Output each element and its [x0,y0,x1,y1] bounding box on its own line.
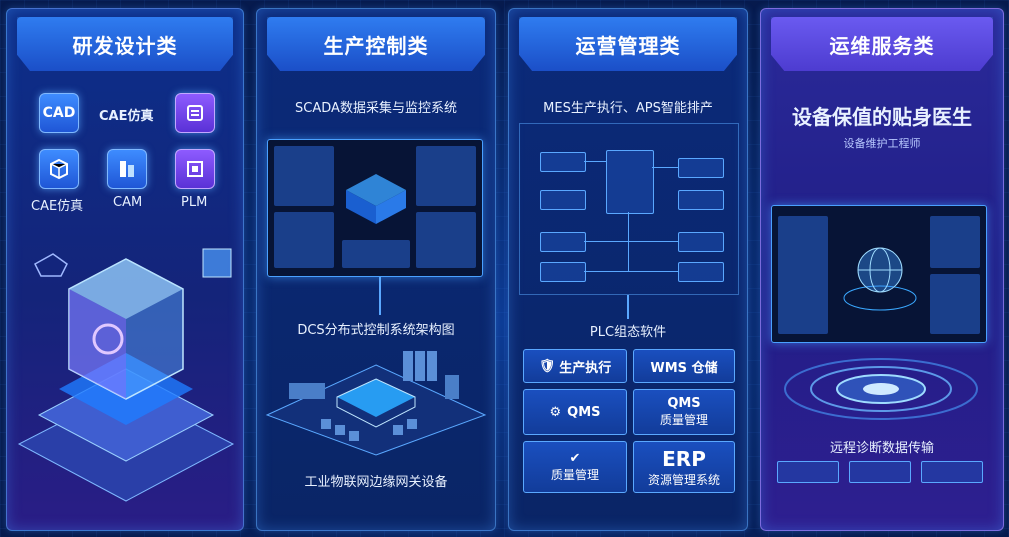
mes-aps-label: MES生产执行、APS智能排产 [543,101,713,116]
shield-check-icon: ✔ [569,451,581,466]
iot-gateway-illustration [265,351,487,456]
diagnostic-rings-graphic [784,358,978,420]
plm-icon[interactable] [175,149,215,189]
tool-cad[interactable]: CAD [39,93,79,133]
tool-cam-label: CAM [113,195,143,210]
shield-icon: 🛡 [538,358,556,374]
iot-gateway-label: 工业物联网边缘网关设备 [304,475,448,490]
card-wms[interactable]: WMS 仓储 [633,349,735,383]
hologram-cube-illustration [17,248,235,502]
scada-chip-graphic [346,174,406,224]
panel-rd-title: 研发设计类 [17,17,233,71]
card-qms-quality[interactable]: QMS 质量管理 [633,389,735,435]
dcs-label: DCS分布式控制系统架构图 [297,323,455,338]
panel-ops-title: 运营管理类 [519,17,737,71]
tool-cae-label: CAE仿真 [99,109,154,124]
document-icon[interactable] [175,93,215,133]
tool-cae-sim-label: CAE仿真 [31,199,84,214]
panel-rd-design: 研发设计类 CAD CAE仿真 CAE仿真 CAM PLM [6,8,244,531]
cam-icon[interactable] [107,149,147,189]
remote-tile-3[interactable] [921,461,983,483]
remote-diagnosis-label: 远程诊断数据传输 [829,441,934,456]
mes-flow-diagram [519,123,739,295]
tool-plm-label: PLM [181,195,208,210]
remote-tile-1[interactable] [777,461,839,483]
maint-subtitle: 设备维护工程师 [843,137,921,150]
scada-label: SCADA数据采集与监控系统 [295,101,457,116]
globe-icon [843,247,917,311]
cube-icon[interactable] [39,149,79,189]
gear-icon: ⚙ [549,404,562,420]
maint-slogan: 设备保值的贴身医生 [792,105,972,129]
card-qms[interactable]: ⚙QMS [523,389,627,435]
card-erp[interactable]: ERP 资源管理系统 [633,441,735,493]
scada-dashboard-screen [267,139,483,277]
panel-production-control: 生产控制类 SCADA数据采集与监控系统 DCS分布式控制系统架构图 工业物联网… [256,8,496,531]
panel-maint-title: 运维服务类 [771,17,993,71]
panel-prod-title: 生产控制类 [267,17,485,71]
plc-label: PLC组态软件 [589,325,667,340]
panel-maintenance-service: 运维服务类 设备保值的贴身医生 设备维护工程师 远程诊断数据传输 [760,8,1004,531]
maint-dashboard-screen [771,205,987,343]
card-quality[interactable]: ✔ 质量管理 [523,441,627,493]
panel-operations-management: 运营管理类 MES生产执行、APS智能排产 PLC组态软件 🛡生产执行 WMS … [508,8,748,531]
remote-tile-2[interactable] [849,461,911,483]
card-prod-exec[interactable]: 🛡生产执行 [523,349,627,383]
